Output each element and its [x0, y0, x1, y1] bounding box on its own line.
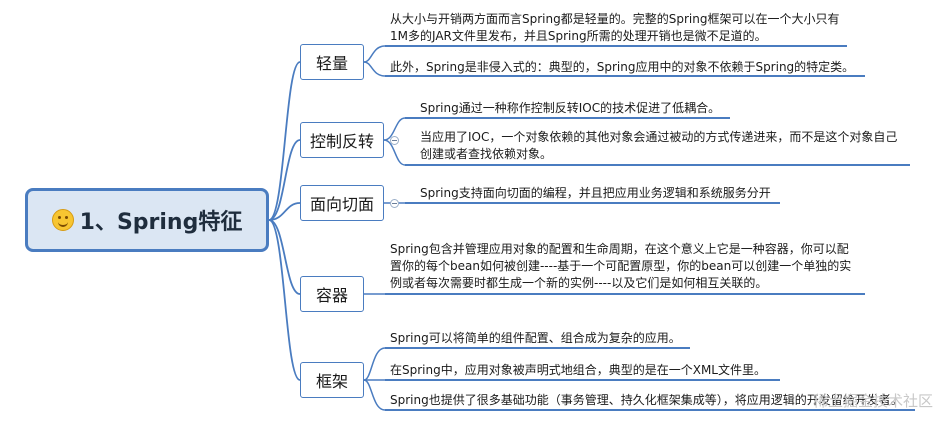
- leaf-underline: [385, 409, 915, 411]
- leaf-text: Spring通过一种称作控制反转IOC的技术促进了低耦合。: [420, 101, 721, 115]
- branch-aop[interactable]: 面向切面: [300, 185, 384, 221]
- leaf-underline: [385, 347, 690, 349]
- branch-label: 控制反转: [309, 132, 374, 151]
- branch-ioc[interactable]: 控制反转: [300, 122, 384, 158]
- leaf-text: 1M多的JAR文件里发布，并且Spring所需的处理开销也是微不足道的。: [390, 29, 767, 43]
- leaf-underline: [405, 202, 780, 204]
- leaf-text: 例或者每次需要时都生成一个新的实例----以及它们是如何相互关联的。: [390, 276, 768, 290]
- leaf-text: 从大小与开销两方面而言Spring都是轻量的。完整的Spring框架可以在一个大…: [390, 12, 840, 26]
- leaf-text: 当应用了IOC，一个对象依赖的其他对象会通过被动的方式传递进来，而不是这个对象自…: [420, 130, 898, 144]
- branch-framework[interactable]: 框架: [300, 362, 364, 398]
- leaf-text: Spring也提供了很多基础功能（事务管理、持久化框架集成等），将应用逻辑的开发…: [390, 393, 903, 407]
- leaf-underline: [405, 117, 730, 119]
- branch-label: 容器: [315, 286, 348, 305]
- branch-label: 面向切面: [309, 195, 374, 214]
- branch-label: 框架: [315, 372, 348, 391]
- leaf-text: 创建或者查找依赖对象。: [420, 147, 553, 161]
- leaf-underline: [385, 293, 865, 295]
- leaf-text: 置你的每个bean如何被创建----基于一个可配置原型，你的bean可以创建一个…: [390, 259, 852, 273]
- leaf-underline: [385, 379, 780, 381]
- leaf-text: Spring包含并管理应用对象的配置和生命周期，在这个意义上它是一种容器，你可以…: [390, 242, 849, 256]
- collapse-icon[interactable]: [390, 199, 399, 208]
- leaf-text: Spring可以将简单的组件配置、组合成为复杂的应用。: [390, 331, 681, 345]
- leaf-underline: [385, 45, 847, 47]
- leaf-text: Spring支持面向切面的编程，并且把应用业务逻辑和系统服务分开: [420, 186, 771, 200]
- smiley-icon: [51, 209, 74, 231]
- root-node[interactable]: 1、Spring特征: [25, 188, 269, 252]
- leaf-text: 此外，Spring是非侵入式的：典型的，Spring应用中的对象不依赖于Spri…: [390, 60, 855, 74]
- root-label: 1、Spring特征: [79, 210, 243, 235]
- leaf-underline: [385, 75, 865, 77]
- leaf-text: 在Spring中，应用对象被声明式地组合，典型的是在一个XML文件里。: [390, 363, 766, 377]
- branch-lightweight[interactable]: 轻量: [300, 44, 364, 80]
- branch-label: 轻量: [315, 54, 348, 73]
- branch-container[interactable]: 容器: [300, 276, 364, 312]
- leaf-underline: [405, 164, 910, 166]
- collapse-icon[interactable]: [390, 136, 399, 145]
- watermark: 稀土掘金技术社区: [812, 392, 933, 410]
